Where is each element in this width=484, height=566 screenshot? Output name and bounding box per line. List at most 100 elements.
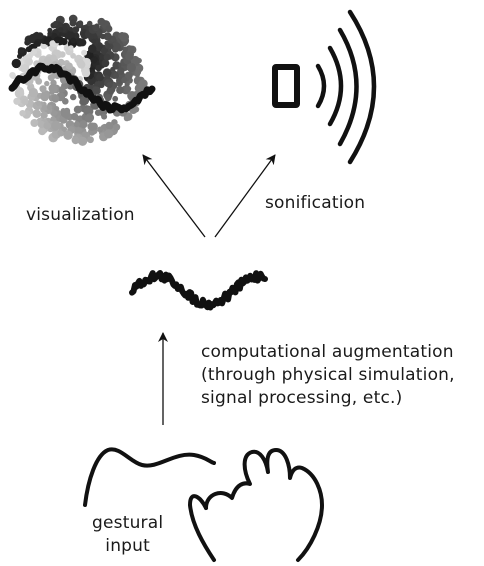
particle	[53, 36, 61, 44]
particle	[87, 122, 96, 131]
jagged-stroke-icon	[129, 270, 268, 311]
particle	[35, 100, 42, 106]
particle	[97, 126, 103, 133]
hand-stroke-icon	[83, 447, 324, 562]
particle	[70, 93, 77, 101]
particle	[125, 45, 135, 54]
particle	[57, 130, 64, 137]
particle	[30, 119, 39, 127]
particle	[91, 38, 97, 44]
arrow-to-sonification	[214, 154, 276, 238]
augmentation-line: signal processing, etc.)	[201, 388, 403, 408]
particle	[116, 86, 124, 94]
particle	[106, 82, 113, 89]
particle	[37, 120, 46, 129]
particle	[86, 20, 93, 27]
particle	[60, 108, 71, 118]
particle	[44, 80, 50, 87]
particle	[49, 40, 56, 47]
particle	[41, 104, 48, 111]
arrow-to-visualization	[142, 154, 206, 238]
particle	[116, 77, 123, 84]
particle	[46, 104, 53, 111]
particle	[102, 68, 112, 78]
particle	[101, 113, 108, 120]
particle	[121, 77, 128, 84]
particle	[52, 20, 59, 27]
particle	[77, 20, 84, 27]
particle	[104, 94, 112, 102]
particle	[125, 85, 132, 92]
particle	[58, 27, 64, 33]
particle	[125, 52, 134, 61]
particle	[25, 46, 32, 53]
particle	[33, 40, 40, 47]
particle	[25, 57, 33, 66]
particle	[51, 120, 61, 131]
particle	[96, 73, 104, 82]
particle	[122, 46, 129, 53]
particle	[112, 95, 119, 102]
speaker-waves-icon	[272, 9, 377, 165]
particle	[28, 87, 38, 98]
particle	[138, 79, 148, 89]
particle	[32, 109, 42, 119]
particle	[113, 72, 119, 79]
particle-swirl-icon	[8, 14, 156, 146]
particle	[11, 58, 21, 69]
particle	[60, 38, 68, 46]
gestural-input-label: gestural input	[92, 512, 163, 558]
particle	[47, 31, 53, 37]
particle	[40, 111, 48, 119]
particle	[70, 37, 77, 44]
particle	[73, 105, 82, 114]
particle	[40, 92, 49, 102]
particle	[119, 32, 129, 42]
particle	[13, 97, 21, 105]
particle	[105, 25, 113, 33]
particle	[63, 130, 73, 140]
particle	[88, 44, 97, 53]
particle	[43, 122, 51, 130]
particle	[35, 77, 43, 85]
gestural-input-line: gestural	[92, 513, 164, 533]
particle	[38, 127, 47, 136]
particle	[103, 32, 112, 41]
particle	[70, 112, 79, 121]
augmentation-label: computational augmentation (through phys…	[201, 341, 455, 410]
particle	[95, 64, 102, 72]
particle	[14, 88, 25, 99]
particle	[126, 62, 136, 73]
particle	[101, 59, 110, 68]
particle	[51, 94, 59, 101]
particle	[21, 64, 27, 71]
particle	[50, 54, 57, 61]
particle	[69, 19, 77, 27]
visualization-label: visualization	[26, 205, 135, 225]
particle	[36, 32, 44, 40]
particle	[113, 123, 121, 131]
particle	[103, 53, 111, 61]
particle	[97, 17, 106, 26]
particle	[9, 72, 16, 79]
particle	[92, 24, 98, 31]
particle	[124, 81, 130, 87]
particle	[87, 77, 96, 86]
particle	[105, 43, 111, 49]
particle	[79, 95, 90, 106]
particle	[135, 69, 142, 76]
particle	[117, 67, 125, 75]
gestural-input-line: input	[105, 536, 150, 556]
particle	[48, 83, 58, 94]
particle	[100, 33, 106, 40]
particle	[72, 26, 79, 34]
particle	[90, 57, 97, 64]
particle	[96, 45, 102, 52]
particle	[61, 126, 68, 133]
particle	[87, 136, 94, 144]
particle	[124, 71, 133, 80]
particle	[71, 136, 80, 145]
sonification-label: sonification	[265, 193, 366, 213]
particle	[76, 127, 83, 134]
particle	[77, 60, 86, 69]
